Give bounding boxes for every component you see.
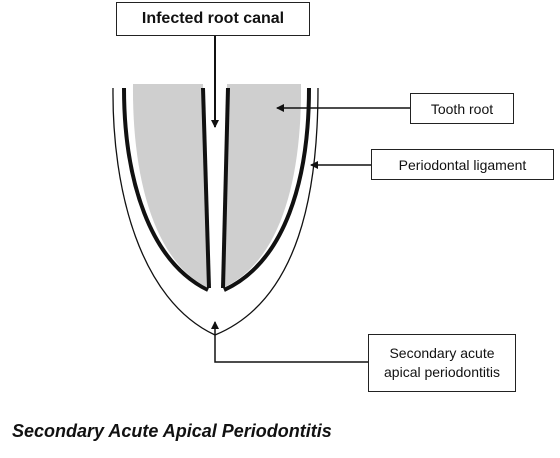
infected-root-canal-label: Infected root canal [116, 2, 310, 36]
secondary-periodontitis-line1: Secondary acute [389, 345, 495, 361]
tooth-root-label: Tooth root [410, 93, 514, 124]
canal-wall-right [221, 87, 230, 289]
infected-root-canal-text: Infected root canal [141, 10, 285, 27]
tooth-root-left [132, 84, 208, 288]
tooth-root-text: Tooth root [430, 100, 494, 117]
secondary-periodontitis-line2: apical periodontitis [384, 364, 500, 380]
periodontal-ligament-label: Periodontal ligament [371, 149, 554, 180]
root-surface-right [223, 87, 311, 292]
tooth-root-right [223, 84, 302, 288]
root-surface-left [122, 87, 209, 292]
secondary-periodontitis-label: Secondary acute apical periodontitis [368, 334, 516, 392]
arrow-secondary-periodontitis [211, 321, 368, 363]
periodontal-ligament-text: Periodontal ligament [398, 156, 527, 173]
figure-caption: Secondary Acute Apical Periodontitis [12, 421, 332, 441]
canal-wall-left [201, 87, 211, 289]
